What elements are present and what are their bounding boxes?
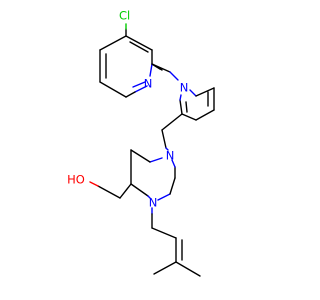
bond (161, 129, 167, 149)
prenyl-arm (151, 207, 201, 277)
bond (129, 41, 149, 53)
pyridine-nitrogen-label: N (144, 77, 153, 91)
hydroxyl-label: HO (67, 173, 85, 187)
bond (151, 63, 171, 73)
bond (153, 261, 177, 275)
bond (181, 113, 197, 121)
pyrrole-ring (151, 63, 215, 131)
piperazine-ring (130, 129, 176, 201)
bond (89, 181, 99, 187)
bond (171, 159, 176, 168)
bond (179, 99, 183, 115)
bond (125, 35, 153, 51)
bond (185, 101, 188, 113)
hydroxyethyl-arm (89, 181, 132, 199)
bond (134, 85, 148, 93)
molecule-structure: Cl N N N N HO (67, 9, 215, 277)
bond (195, 87, 215, 97)
pyrrole-nitrogen-label: N (180, 81, 189, 95)
atom-labels: Cl N N N N HO (67, 9, 188, 210)
pyridine-ring (99, 23, 163, 98)
bond (169, 177, 176, 195)
bond (149, 63, 153, 77)
chlorine-label: Cl (119, 9, 130, 23)
bond (97, 185, 121, 199)
bond (179, 94, 182, 101)
bond (125, 91, 136, 98)
bond (151, 227, 177, 239)
bond (157, 193, 171, 201)
bond (149, 157, 163, 163)
bond (195, 109, 215, 121)
bond (130, 183, 149, 197)
piperazine-n1-label: N (149, 196, 158, 210)
piperazine-n4-label: N (166, 149, 175, 163)
bond (165, 147, 169, 151)
structure-canvas: Cl N N N N HO (67, 8, 215, 277)
bond (130, 149, 151, 163)
bond (99, 81, 127, 98)
bond (169, 71, 179, 81)
bond (99, 35, 127, 51)
bond (161, 113, 183, 131)
bond (175, 261, 201, 277)
bond (119, 183, 132, 199)
bond (132, 81, 146, 88)
bond (147, 195, 151, 199)
bond (189, 89, 197, 97)
